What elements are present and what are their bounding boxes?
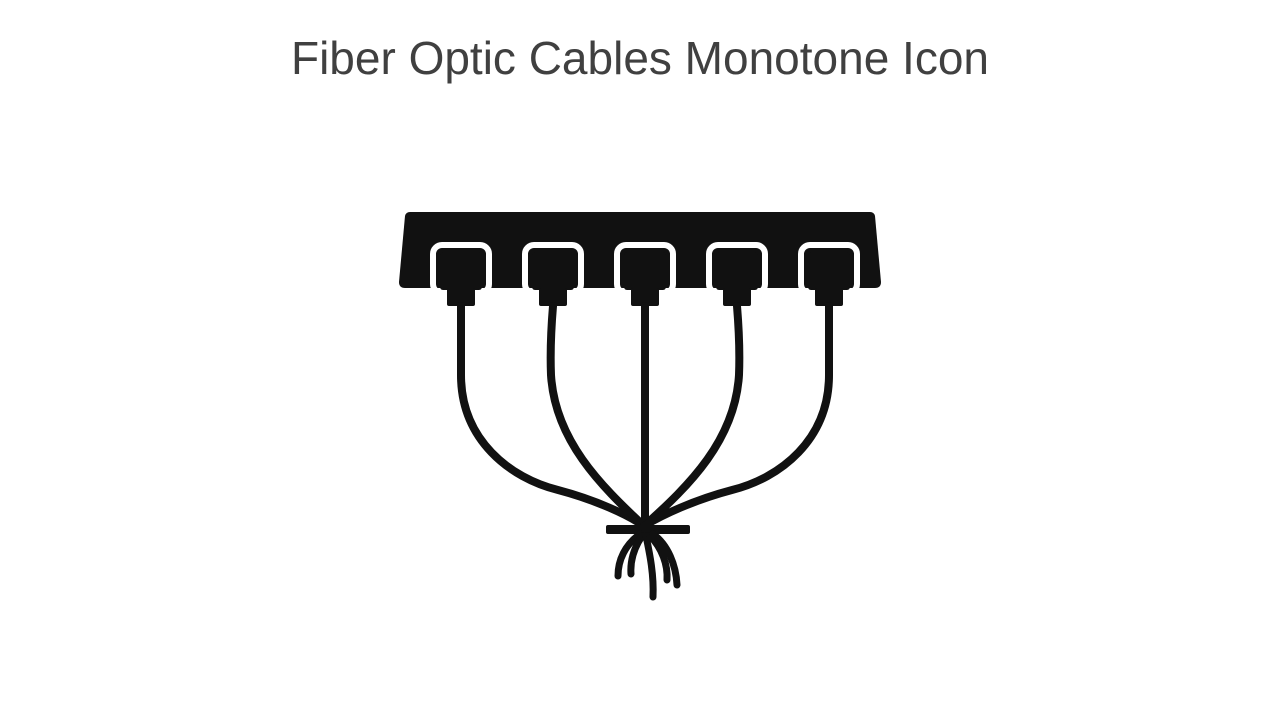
cable-4 — [640, 302, 744, 530]
cable-1 — [457, 302, 648, 530]
fiber-end-4 — [646, 532, 671, 584]
cable-2 — [546, 302, 648, 530]
fiber-end-5 — [649, 530, 681, 589]
cables — [457, 302, 833, 530]
cable-5 — [640, 302, 833, 530]
fiber-end-3 — [642, 532, 657, 601]
fiber-ends — [614, 530, 681, 601]
connector-4 — [716, 252, 758, 306]
connector-plugs — [440, 252, 850, 306]
connector-2 — [532, 252, 574, 306]
connector-1 — [440, 252, 482, 306]
fiber-end-1 — [614, 530, 644, 580]
connector-3 — [624, 252, 666, 306]
connector-5 — [808, 252, 850, 306]
fiber-end-2 — [627, 532, 646, 578]
slide-title: Fiber Optic Cables Monotone Icon — [290, 32, 990, 84]
patch-panel-bar — [399, 212, 881, 288]
cable-tie — [606, 525, 690, 534]
